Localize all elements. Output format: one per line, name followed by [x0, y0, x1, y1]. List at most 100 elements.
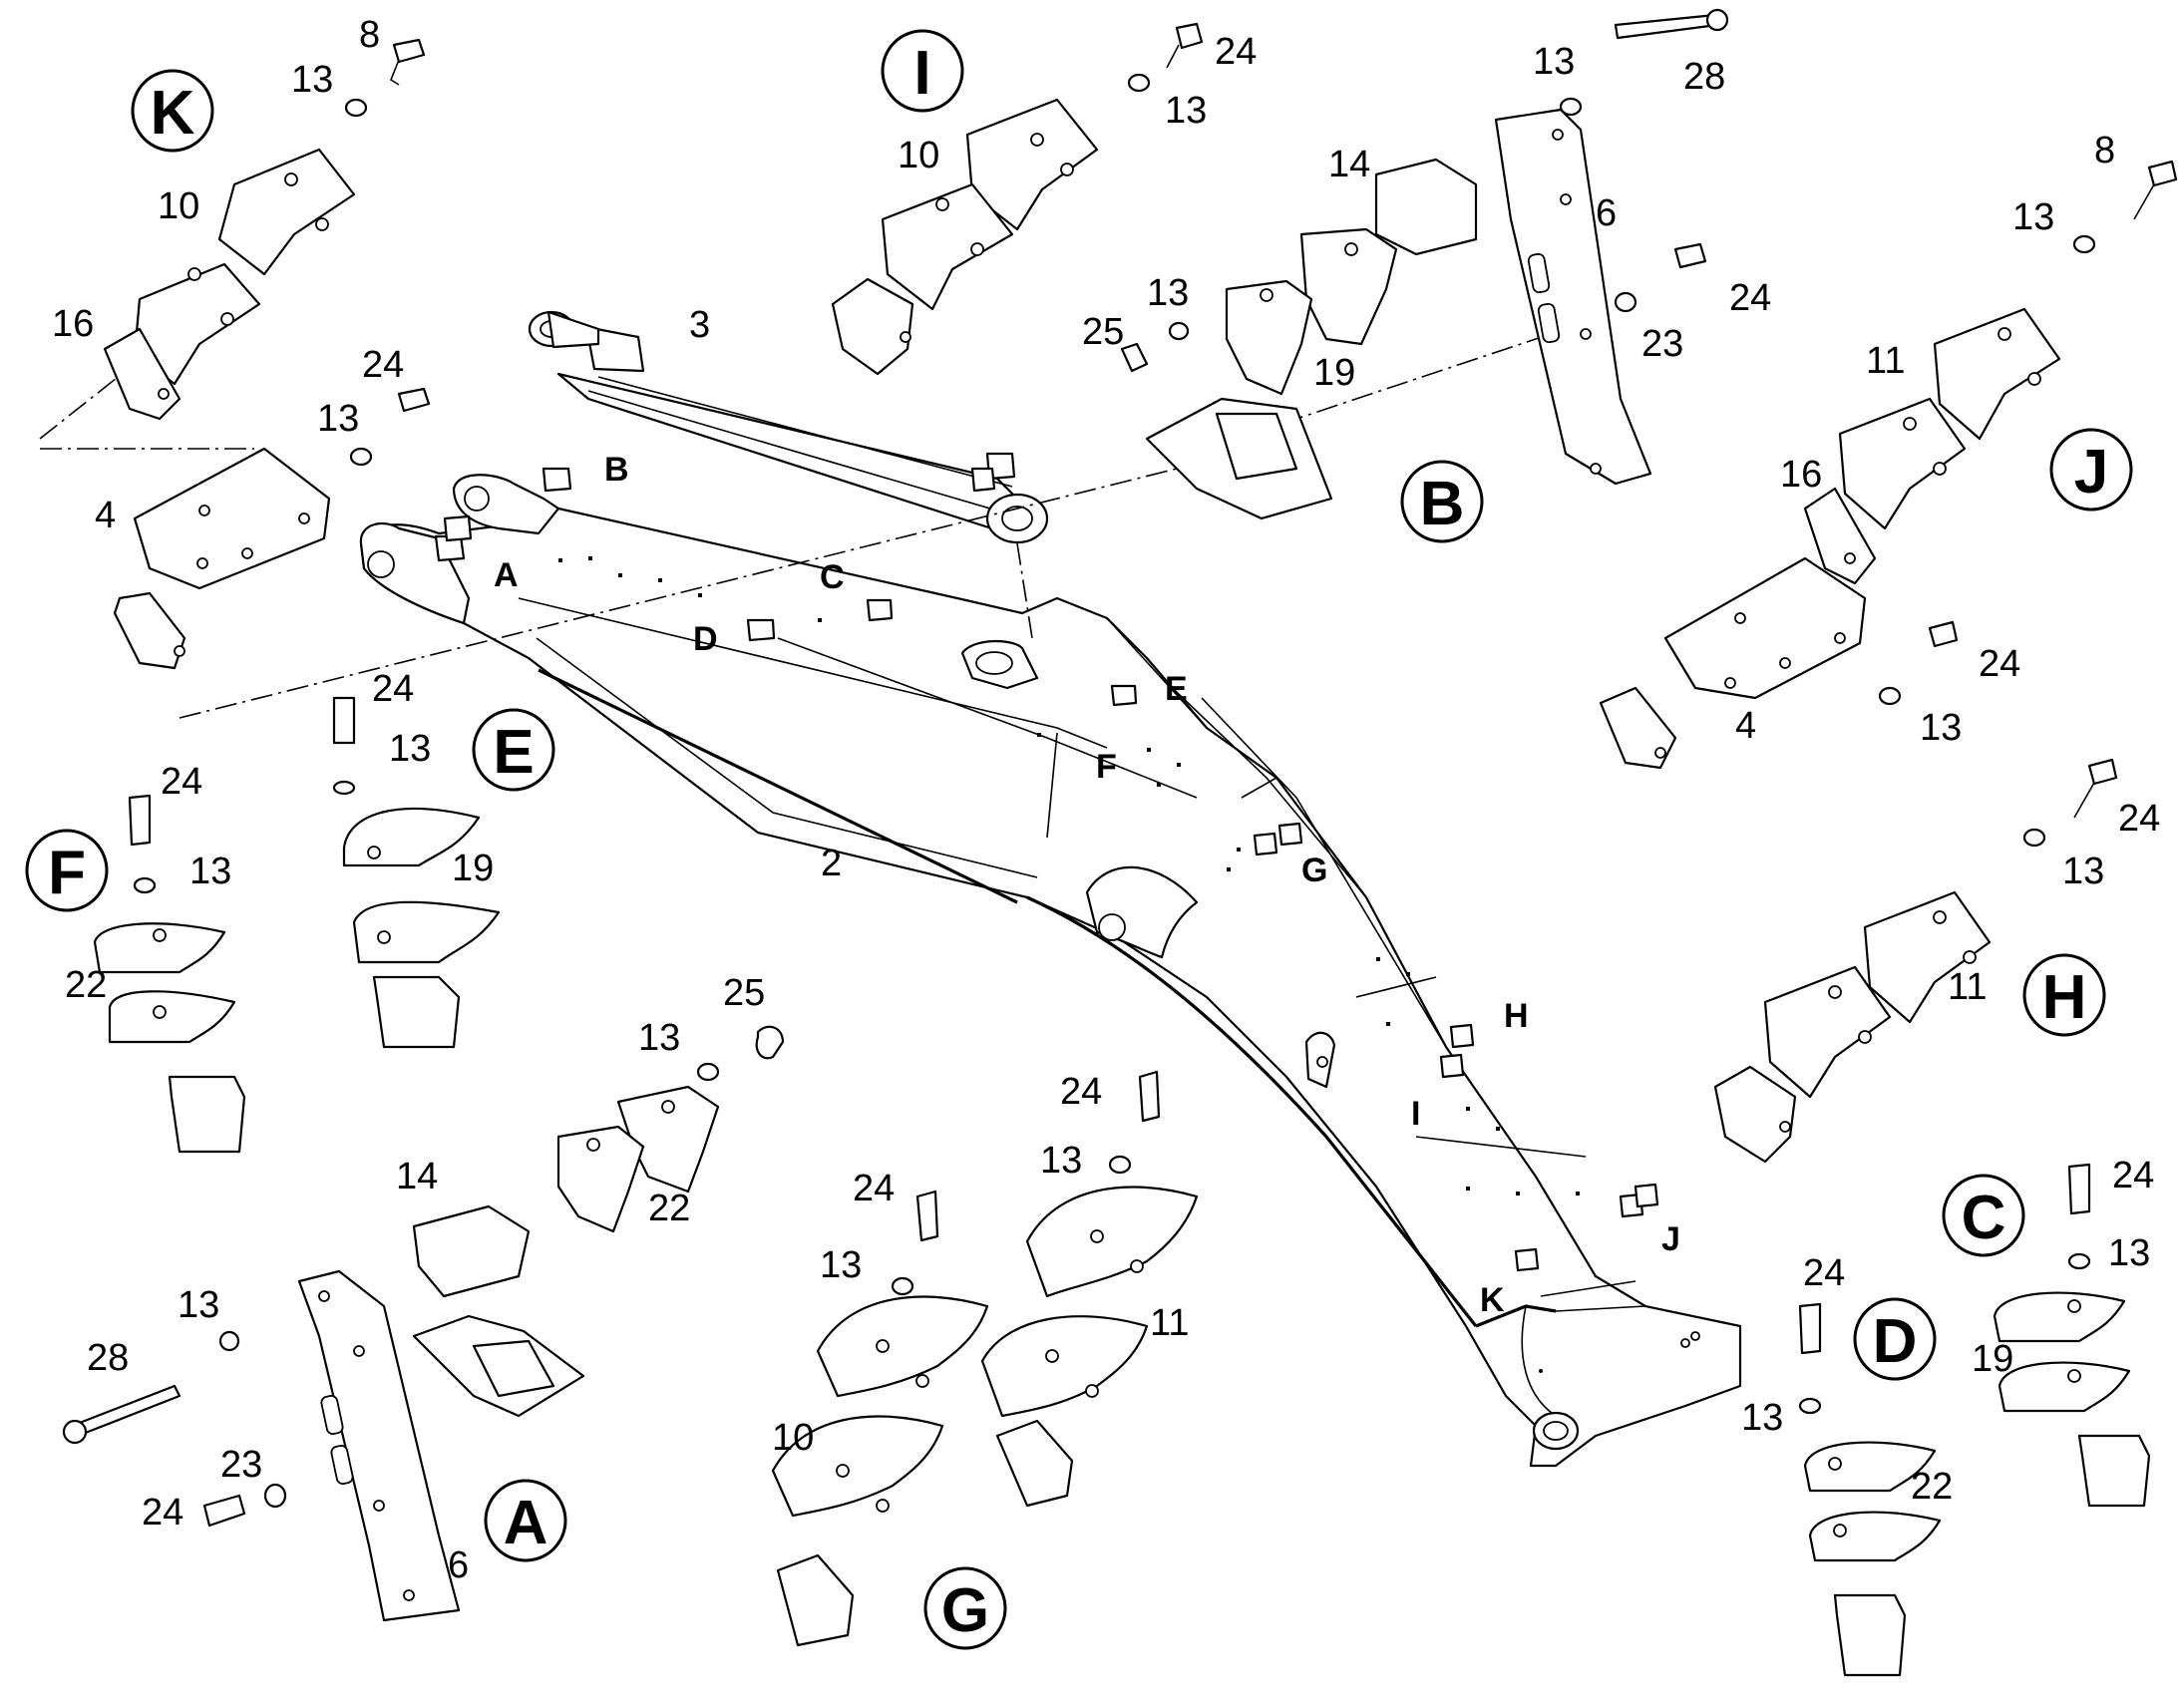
k-part-24: 24: [362, 344, 404, 386]
k-part-10: 10: [158, 185, 199, 227]
g-part-24b: 24: [853, 1168, 895, 1209]
detail-k-callout: K: [131, 69, 214, 153]
detail-f-group: [93, 794, 246, 1154]
d-part-24: 24: [1803, 1252, 1845, 1294]
c-part-24: 24: [2112, 1155, 2154, 1196]
b-part-14: 14: [1328, 144, 1370, 185]
g-part-13: 13: [1040, 1140, 1082, 1182]
d-part-22: 22: [1911, 1466, 1953, 1508]
detail-k-group: [103, 38, 431, 670]
detail-h-group: [1713, 758, 2118, 1164]
j-part-16: 16: [1780, 454, 1822, 496]
b-part-23: 23: [1641, 323, 1683, 365]
detail-a-label: A: [504, 1489, 548, 1557]
k-part-16: 16: [52, 303, 94, 345]
g-part-24: 24: [1060, 1071, 1102, 1113]
j-part-13b: 13: [1920, 707, 1962, 749]
c-part-13: 13: [2108, 1232, 2150, 1274]
part-number-boom: 2: [821, 843, 842, 884]
h-part-13: 13: [2062, 851, 2104, 892]
detail-c-callout: C: [1942, 1174, 2025, 1257]
detail-i-label: I: [913, 39, 930, 108]
detail-f-label: F: [48, 839, 86, 907]
detail-c-label: C: [1962, 1184, 2006, 1252]
b-part-13b: 13: [1147, 272, 1189, 314]
i-part-24: 24: [1215, 31, 1257, 73]
b-part-24: 24: [1729, 277, 1771, 319]
a-part-23: 23: [220, 1444, 262, 1486]
j-part-8: 8: [2094, 130, 2115, 171]
detail-g-label: G: [941, 1576, 989, 1645]
part-number-cylinder: 3: [689, 304, 710, 346]
h-part-24: 24: [2118, 798, 2160, 840]
j-part-4: 4: [1735, 705, 1756, 747]
b-part-19: 19: [1313, 352, 1355, 394]
j-part-24: 24: [1979, 643, 2020, 685]
detail-e-callout: E: [472, 708, 555, 792]
detail-j-callout: J: [2049, 428, 2133, 512]
g-part-10: 10: [772, 1417, 814, 1459]
detail-h-callout: H: [2022, 953, 2106, 1037]
detail-f-callout: F: [25, 829, 109, 912]
boom-label-g: G: [1301, 852, 1327, 889]
j-part-11: 11: [1866, 340, 1905, 382]
a-part-14: 14: [396, 1156, 438, 1197]
detail-e-group: [332, 696, 501, 1049]
f-part-13: 13: [189, 851, 231, 892]
detail-b-callout: B: [1400, 460, 1484, 543]
k-part-8: 8: [359, 14, 380, 56]
boom-label-i: I: [1411, 1095, 1420, 1133]
e-part-13: 13: [389, 728, 431, 770]
k-part-13b: 13: [317, 398, 359, 440]
k-part-13: 13: [291, 59, 333, 101]
c-part-19: 19: [1972, 1338, 2013, 1380]
e-part-19: 19: [452, 848, 494, 889]
i-part-10: 10: [898, 135, 939, 176]
a-part-22: 22: [648, 1188, 690, 1229]
a-part-13b: 13: [178, 1284, 219, 1326]
detail-c-group: [1993, 1163, 2151, 1508]
i-part-13: 13: [1165, 90, 1207, 132]
a-part-28: 28: [87, 1337, 129, 1379]
detail-i-group: [831, 22, 1204, 376]
boom-label-h: H: [1504, 997, 1529, 1035]
detail-h-label: H: [2042, 963, 2087, 1032]
boom-label-d: D: [693, 620, 718, 658]
b-part-25: 25: [1082, 311, 1124, 353]
a-part-25: 25: [723, 972, 765, 1014]
detail-g-group: [771, 1070, 1199, 1647]
detail-b-label: B: [1420, 470, 1465, 538]
detail-e-label: E: [493, 718, 534, 787]
a-part-6: 6: [448, 1544, 469, 1586]
detail-j-group: [1599, 160, 2178, 770]
detail-j-label: J: [2074, 438, 2108, 507]
detail-a-group: [62, 1025, 785, 1622]
b-part-28: 28: [1683, 56, 1725, 98]
boom-label-c: C: [820, 558, 845, 596]
f-part-24: 24: [161, 761, 202, 803]
b-part-6: 6: [1596, 192, 1617, 234]
b-part-13: 13: [1533, 41, 1575, 83]
e-part-24: 24: [372, 668, 414, 710]
detail-a-callout: A: [484, 1479, 567, 1562]
a-part-13: 13: [638, 1017, 680, 1059]
j-part-13: 13: [2012, 196, 2054, 238]
boom-label-b: B: [604, 451, 629, 489]
detail-k-label: K: [151, 79, 195, 148]
g-part-13b: 13: [820, 1244, 862, 1286]
boom-label-j: J: [1661, 1220, 1680, 1258]
boom-rivet-marks: [558, 556, 1580, 1196]
detail-d-group: [1798, 1302, 1942, 1677]
k-part-4: 4: [95, 495, 116, 536]
a-part-24: 24: [142, 1492, 183, 1534]
h-part-11: 11: [1948, 966, 1987, 1008]
boom-assembly: [359, 467, 1742, 1468]
hydraulic-cylinder: [528, 310, 1049, 544]
detail-g-callout: G: [923, 1566, 1007, 1650]
f-part-22: 22: [65, 964, 107, 1006]
boom-label-a: A: [494, 556, 519, 594]
boom-label-f: F: [1096, 748, 1117, 786]
g-part-11: 11: [1150, 1302, 1189, 1344]
detail-b-group: [1120, 8, 1729, 520]
detail-d-label: D: [1873, 1307, 1918, 1376]
